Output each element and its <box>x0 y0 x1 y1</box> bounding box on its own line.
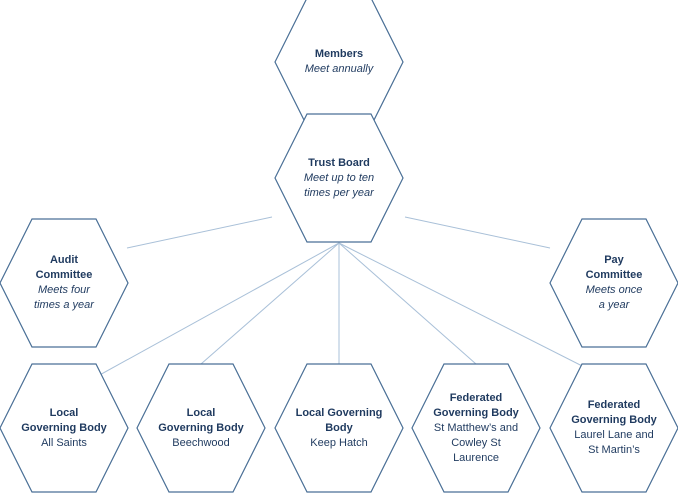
line-hub-all-saints <box>95 242 340 378</box>
node-title: Local Governing Body <box>158 406 244 434</box>
node-subtitle: Keep Hatch <box>310 436 368 449</box>
hexagon-fgb-laurel-lane <box>549 363 678 493</box>
hexagon-pay-committee <box>549 218 678 348</box>
hexagon-fgb-st-matthews <box>411 363 541 493</box>
hexagon-lgb-beechwood <box>136 363 266 493</box>
line-hub-beechwood <box>200 242 340 365</box>
line-trust-pay <box>404 216 551 249</box>
hexagon-audit-committee <box>0 218 129 348</box>
node-title: Trust Board <box>308 156 370 169</box>
node-title: Federated Governing Body <box>433 391 519 419</box>
node-title: Local Governing Body <box>21 406 107 434</box>
node-subtitle: Meets four times a year <box>34 284 94 311</box>
hexagon-trust-board <box>274 113 404 243</box>
node-subtitle: Meet annually <box>304 63 374 75</box>
node-subtitle: Meet up to ten times per year <box>303 171 375 199</box>
node-subtitle: Meets once a year <box>585 284 643 311</box>
node-title: Local Governing Body <box>295 406 383 434</box>
node-subtitle: Beechwood <box>172 436 230 449</box>
hexagon-lgb-all-saints <box>0 363 129 493</box>
node-title: Members <box>314 48 364 60</box>
node-title: Audit Committee <box>35 254 93 281</box>
line-hub-laurel-lane <box>338 242 601 376</box>
node-subtitle: All Saints <box>41 436 87 449</box>
connector-lines <box>95 216 601 378</box>
node-subtitle: Laurel Lane and St Martin’s <box>574 429 654 456</box>
node-subtitle: St Matthew’s and Cowley St Laurence <box>433 421 519 464</box>
line-hub-st-matthews <box>338 242 477 365</box>
hexagon-lgb-keep-hatch <box>274 363 404 493</box>
line-trust-audit <box>126 216 273 249</box>
node-title: Pay Committee <box>585 254 643 281</box>
node-title: Federated Governing Body <box>571 399 657 426</box>
